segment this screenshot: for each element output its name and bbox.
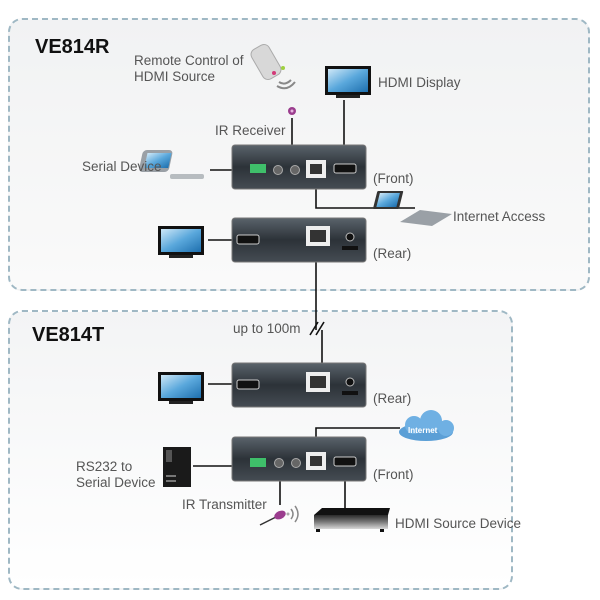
label-rs232-2: Serial Device <box>76 475 156 490</box>
label-rs232-1: RS232 to <box>76 459 133 474</box>
hdmi-port-icon <box>236 379 260 390</box>
remote-control-icon <box>250 43 296 90</box>
internet-cloud-icon <box>399 410 454 441</box>
label-front-t: (Front) <box>373 467 414 482</box>
label-front-r: (Front) <box>373 171 414 186</box>
ve814r-front-unit <box>231 144 367 190</box>
ve814r-rear-unit <box>231 217 367 263</box>
ve814t-rear-unit <box>231 362 367 408</box>
hdmi-source-device-icon <box>314 508 390 532</box>
label-rear-t: (Rear) <box>373 391 412 406</box>
tv-rear-r-icon <box>158 226 204 258</box>
label-hdmi-display: HDMI Display <box>378 75 461 90</box>
hdmi-port-icon <box>333 163 357 174</box>
transmitter-title: VE814T <box>32 324 105 346</box>
receiver-title: VE814R <box>35 36 110 58</box>
hdmi-display-icon <box>325 66 371 98</box>
terminal-block-icon <box>250 458 266 467</box>
hdmi-port-icon <box>236 234 260 245</box>
label-hdmi-source: HDMI Source Device <box>395 516 522 531</box>
label-remote-control-2: HDMI Source <box>134 69 216 84</box>
hdmi-port-icon <box>333 456 357 467</box>
serial-device-icon <box>139 150 204 179</box>
label-ir-transmitter: IR Transmitter <box>182 497 267 512</box>
label-remote-control: Remote Control of <box>134 53 244 68</box>
pc-tower-icon <box>163 447 191 487</box>
break-mark-icon <box>309 321 325 336</box>
label-serial-device: Serial Device <box>82 159 162 174</box>
cloud-label: Internet <box>408 426 438 435</box>
ir-receiver-icon <box>288 107 296 115</box>
laptop-icon <box>373 191 452 226</box>
label-internet-access: Internet Access <box>453 209 546 224</box>
ve814t-front-unit <box>231 436 367 482</box>
label-rear-r: (Rear) <box>373 246 412 261</box>
power-jack-icon <box>345 232 355 242</box>
power-jack-icon <box>345 377 355 387</box>
ir-transmitter-icon <box>259 505 299 526</box>
terminal-block-icon <box>250 164 266 173</box>
label-ir-receiver: IR Receiver <box>215 123 286 138</box>
label-distance: up to 100m <box>233 321 301 336</box>
tv-rear-t-icon <box>158 372 204 404</box>
